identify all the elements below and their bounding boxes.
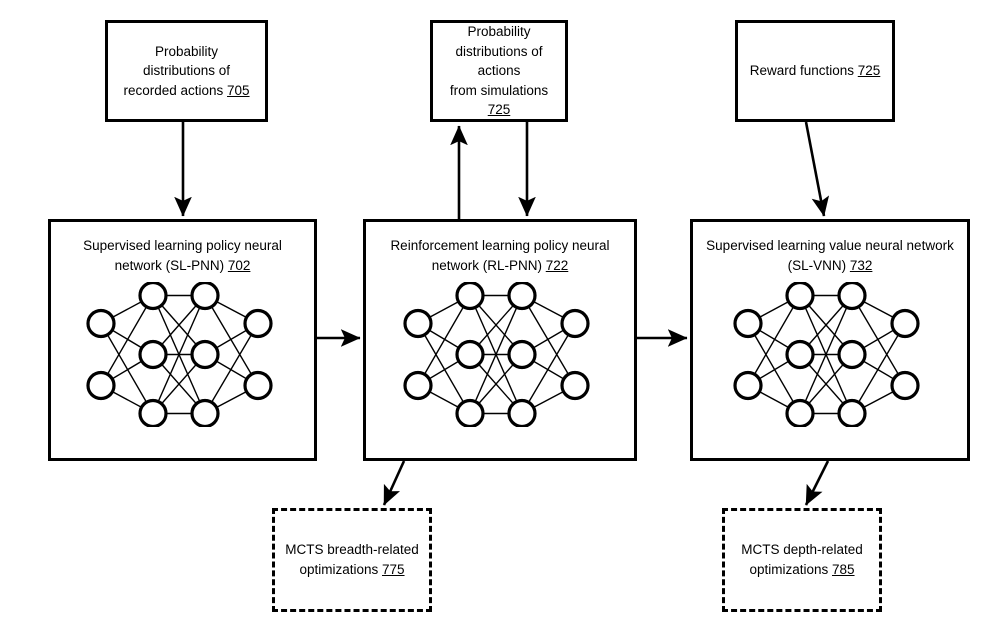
box-label: Probability distributions of recorded ac… xyxy=(123,43,250,98)
reference-numeral: 732 xyxy=(849,258,873,274)
reference-numeral: 775 xyxy=(382,562,405,577)
box-label: MCTS breadth-related optimizations 775 xyxy=(285,542,419,577)
reference-numeral: 725 xyxy=(857,63,881,79)
reference-numeral: 725 xyxy=(487,102,511,118)
network-title: Supervised learning policy neural networ… xyxy=(83,238,282,274)
probability-distributions-recorded-actions-box: Probability distributions of recorded ac… xyxy=(105,20,268,122)
network-title: Supervised learning value neural network… xyxy=(706,238,954,274)
box-label: Reward functions 725 xyxy=(749,63,881,79)
neural-network-diagram xyxy=(730,280,930,432)
reinforcement-learning-policy-neural-network-box: Reinforcement learning policy neural net… xyxy=(363,219,637,461)
reference-numeral: 705 xyxy=(227,82,250,98)
arrow-reward-functions-to-sl-vnn xyxy=(804,121,830,217)
reference-numeral: 785 xyxy=(832,562,855,577)
neural-network-diagram xyxy=(400,280,600,432)
supervised-learning-value-neural-network-box: Supervised learning value neural network… xyxy=(690,219,970,461)
box-label: MCTS depth-related optimizations 785 xyxy=(741,542,863,577)
reward-functions-box: Reward functions 725 xyxy=(735,20,895,122)
arrow-rl-pnn-to-mcts-breadth xyxy=(382,460,406,506)
neural-network-diagram xyxy=(83,280,283,432)
network-title: Reinforcement learning policy neural net… xyxy=(390,238,610,274)
probability-distributions-actions-simulations-box: Probability distributions of actions fro… xyxy=(430,20,568,122)
mcts-breadth-related-optimizations-box: MCTS breadth-related optimizations 775 xyxy=(272,508,432,612)
arrow-sl-vnn-to-mcts-depth xyxy=(804,460,830,506)
box-label: Probability distributions of actions fro… xyxy=(449,24,549,118)
mcts-depth-related-optimizations-box: MCTS depth-related optimizations 785 xyxy=(722,508,882,612)
reference-numeral: 722 xyxy=(545,258,569,274)
reference-numeral: 702 xyxy=(227,258,251,274)
supervised-learning-policy-neural-network-box: Supervised learning policy neural networ… xyxy=(48,219,317,461)
